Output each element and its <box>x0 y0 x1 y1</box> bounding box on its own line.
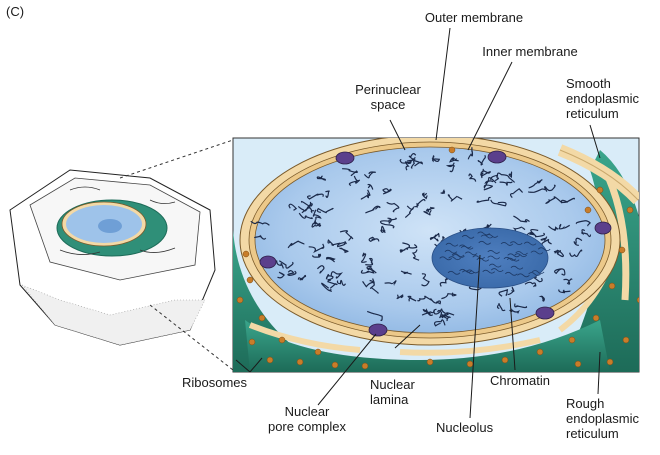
zoom-line-top <box>120 140 233 178</box>
cell-thumbnail <box>10 170 215 345</box>
label-smooth-er: Smooth endoplasmic reticulum <box>566 76 660 121</box>
ribosome <box>279 337 285 343</box>
ribosome <box>427 359 433 365</box>
ribosome <box>267 357 273 363</box>
nuclear-pore <box>260 256 276 268</box>
label-nuclear-pore-complex: Nuclear pore complex <box>252 404 362 434</box>
ribosome <box>249 339 255 345</box>
ribosome <box>247 277 253 283</box>
label-rough-er: Rough endoplasmic reticulum <box>566 396 660 441</box>
ribosome <box>297 359 303 365</box>
ribosome <box>569 337 575 343</box>
nuclear-pore <box>488 151 506 163</box>
label-nuclear-lamina: Nuclear lamina <box>370 377 430 407</box>
ribosome <box>593 315 599 321</box>
cell-nucleolus <box>98 219 122 233</box>
ribosome <box>619 247 625 253</box>
ribosome <box>502 357 508 363</box>
nuclear-pore <box>595 222 611 234</box>
nuclear-pore <box>336 152 354 164</box>
panel-letter: (C) <box>6 4 24 19</box>
nucleoplasm <box>255 147 605 333</box>
ribosome <box>315 349 321 355</box>
label-inner-membrane: Inner membrane <box>470 44 590 59</box>
label-nucleolus: Nucleolus <box>436 420 516 435</box>
ribosome <box>237 297 243 303</box>
ribosome <box>259 315 265 321</box>
leader-inner-membrane <box>468 62 512 150</box>
ribosome <box>637 297 643 303</box>
ribosome <box>332 362 338 368</box>
ribosome <box>575 361 581 367</box>
leader-outer-membrane <box>436 28 450 140</box>
ribosome <box>627 207 633 213</box>
ribosome <box>537 349 543 355</box>
label-outer-membrane: Outer membrane <box>404 10 544 25</box>
ribosome <box>449 147 455 153</box>
nuclear-pore <box>536 307 554 319</box>
label-chromatin: Chromatin <box>490 373 570 388</box>
nuclear-pore <box>369 324 387 336</box>
ribosome <box>243 251 249 257</box>
label-ribosomes: Ribosomes <box>182 375 262 390</box>
ribosome <box>609 283 615 289</box>
ribosome <box>585 207 591 213</box>
ribosome <box>467 361 473 367</box>
ribosome <box>362 363 368 369</box>
ribosome <box>623 337 629 343</box>
ribosome <box>607 359 613 365</box>
ribosome <box>597 187 603 193</box>
label-perinuclear-space: Perinuclear space <box>348 82 428 112</box>
